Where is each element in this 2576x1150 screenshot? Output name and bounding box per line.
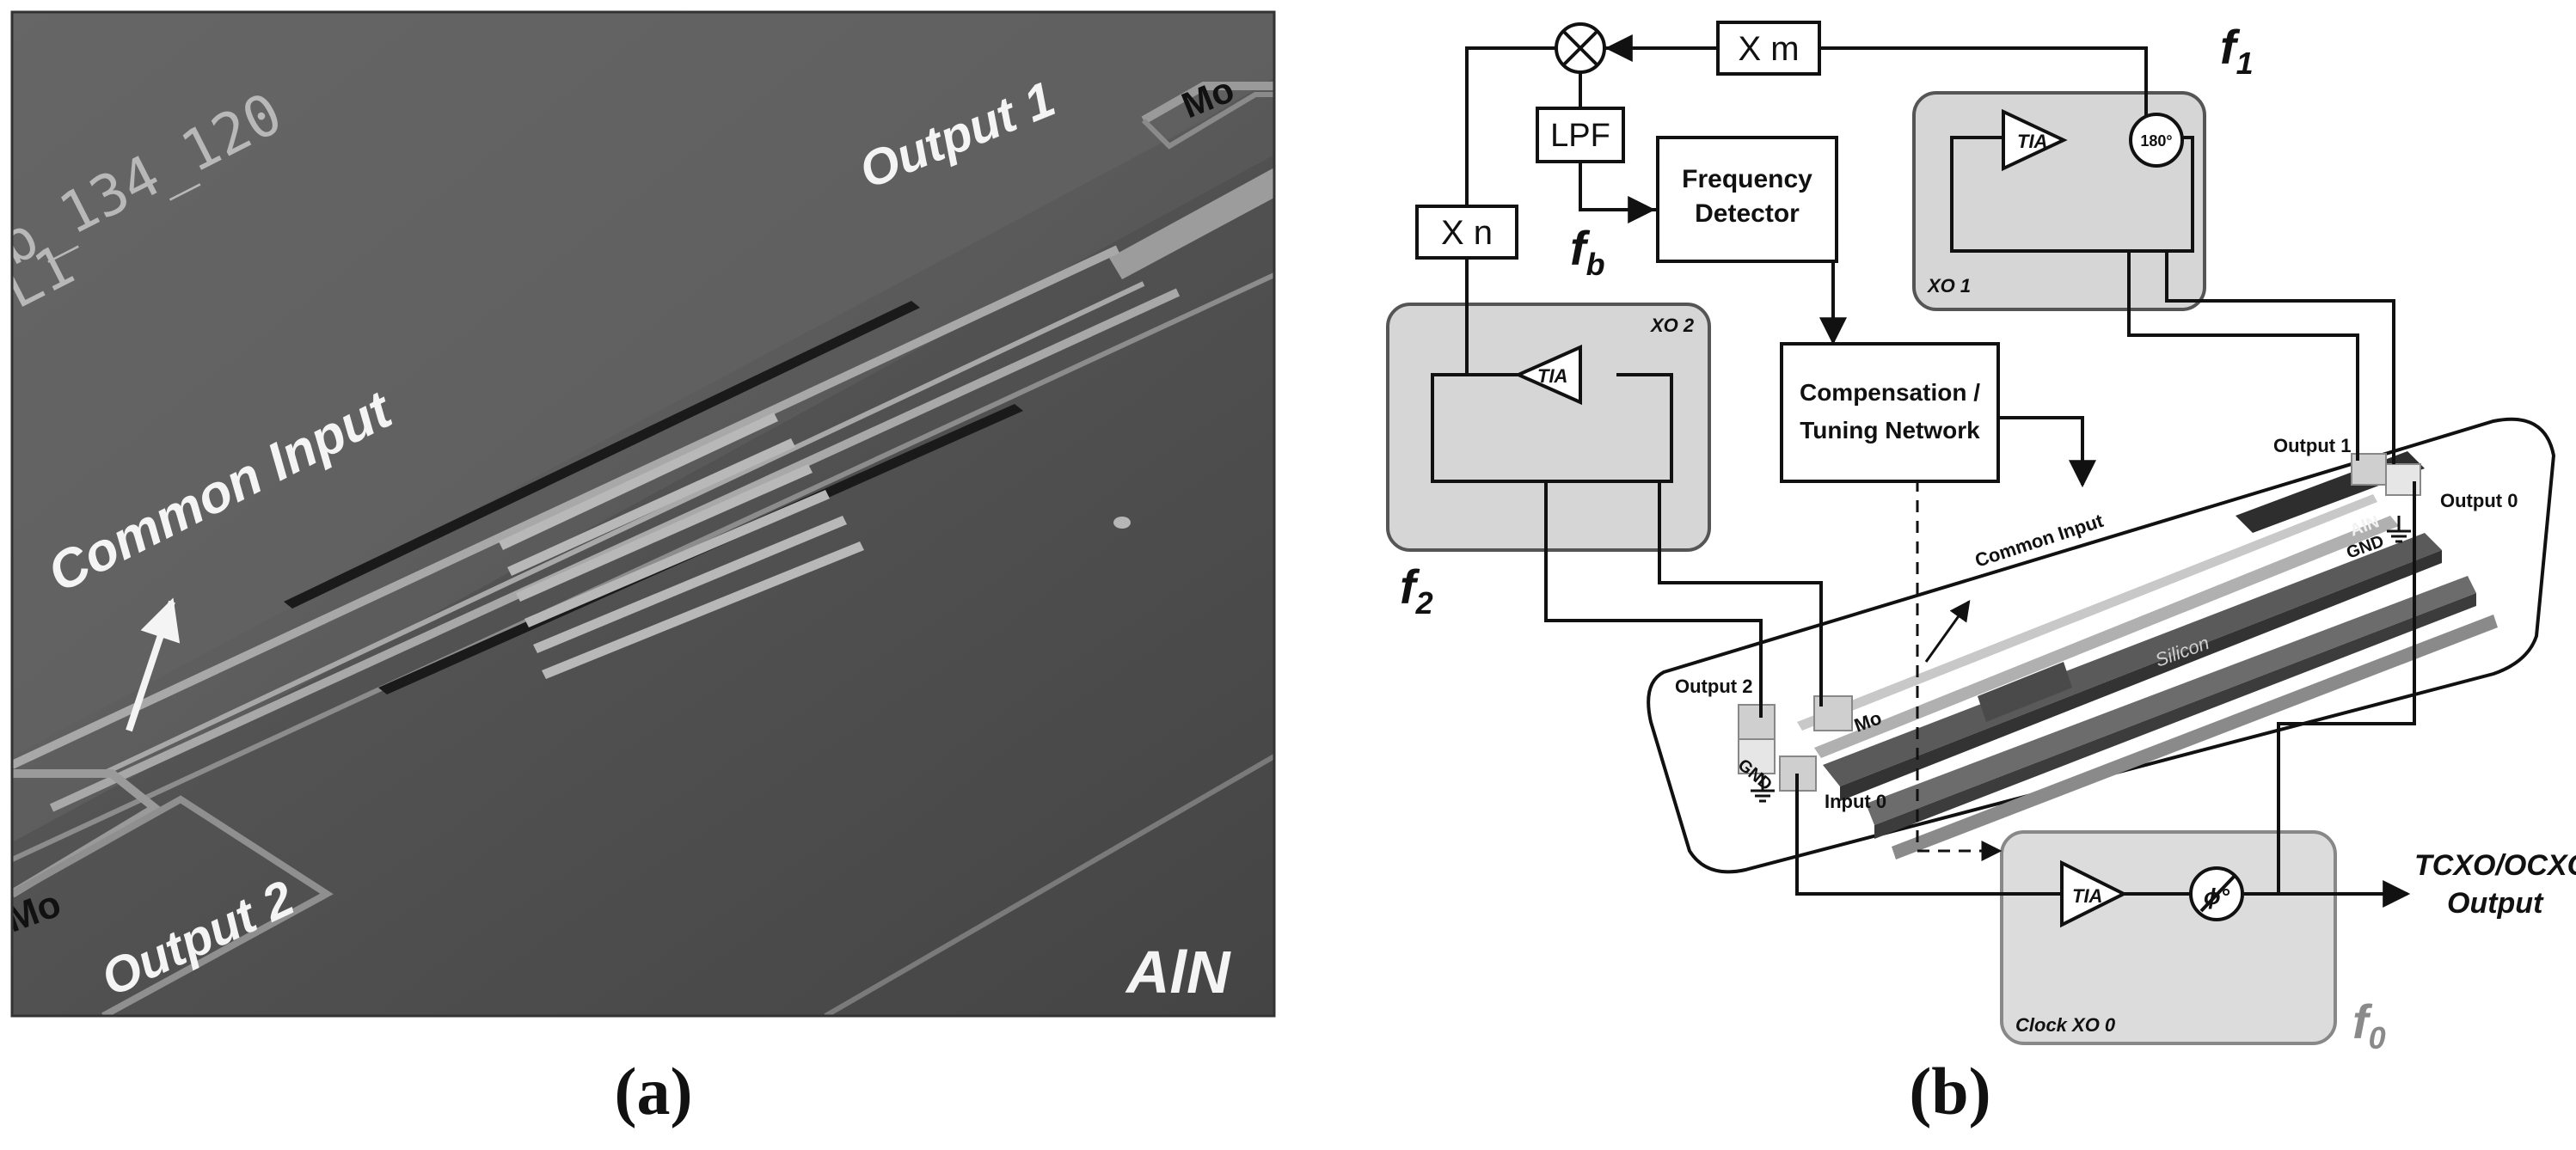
xo2-tia-triangle (1514, 344, 1582, 406)
wires (1431, 34, 2416, 908)
phase-shifter-slash (2199, 875, 2236, 913)
xm-label: X m (1738, 30, 1799, 68)
sem-common-input-arrow (126, 597, 181, 732)
phase-180-circle (2129, 113, 2184, 168)
xo1-tia-label: TIA (2017, 131, 2047, 152)
clock-tia-triangle (2060, 859, 2128, 928)
device-input0: Input 0 (1825, 791, 1886, 812)
xo1-tia-triangle (2002, 108, 2068, 172)
xn-label: X n (1441, 214, 1493, 252)
f1-label: f1 (2220, 20, 2254, 81)
device-output0: Output 0 (2440, 490, 2518, 511)
fb-label: fb (1570, 221, 1605, 282)
frequency-detector-block (1656, 136, 1838, 263)
sem-resonator-fingers (284, 301, 1023, 694)
xn-block (1415, 205, 1518, 260)
xo1-label: XO 1 (1926, 275, 1971, 297)
sem-mo-pad-top-edge2 (1141, 92, 1274, 150)
xm-block (1716, 21, 1821, 76)
f2-label: f2 (1400, 560, 1433, 621)
phase-180-label: 180° (2140, 132, 2172, 150)
gnd-symbol-left (1751, 774, 1775, 803)
sem-mo-pad-top-edge (1141, 82, 1274, 125)
output-label-line1: TCXO/OCXO (2414, 849, 2576, 882)
freq-detector-line2: Detector (1695, 199, 1800, 228)
f0-label: f0 (2352, 994, 2386, 1055)
clock-xo0-box (2000, 830, 2337, 1045)
panel-a-frame (10, 10, 1276, 1018)
device-output1: Output 1 (2273, 435, 2351, 456)
comp-line1: Compensation / (1800, 379, 1980, 406)
compensation-block (1780, 342, 2000, 483)
dashed-control-line (1916, 418, 2003, 861)
panel-a-sem-image: b_134_120 L1 Output 1 Mo Common Input Mo… (12, 12, 1274, 1016)
freq-detector-line1: Frequency (1682, 165, 1812, 193)
gnd-symbol-right (2387, 516, 2411, 543)
lpf-block (1536, 107, 1625, 163)
caption-a: (a) (615, 1054, 693, 1129)
comp-line2: Tuning Network (1800, 417, 1980, 443)
device-output2: Output 2 (1675, 676, 1752, 697)
clock-tia-label: TIA (2072, 885, 2102, 907)
lpf-label: LPF (1550, 118, 1610, 154)
device-resonator (1797, 451, 2498, 859)
caption-b: (b) (1909, 1054, 1990, 1129)
sem-output1-pad (1109, 168, 1274, 279)
mixer-symbol (1555, 22, 1606, 74)
xo2-label: XO 2 (1649, 315, 1695, 336)
sem-upper-plate (12, 12, 1274, 756)
phase-shifter-label: ϕ° (2204, 884, 2230, 909)
sem-plate-edge (824, 754, 1274, 1016)
output-label-line2: Output (2447, 887, 2544, 920)
xo2-tia-label: TIA (1537, 365, 1567, 387)
device-common-input-arrow (1924, 600, 1971, 663)
clock-label: Clock XO 0 (2015, 1014, 2116, 1036)
sem-aln-label: AlN (1125, 939, 1231, 1006)
panel-b-schematic: X m LPF X n Frequency Detector Compensat… (1386, 20, 2576, 1055)
sem-output2-trace (12, 795, 334, 1016)
sem-particle (1113, 517, 1131, 529)
